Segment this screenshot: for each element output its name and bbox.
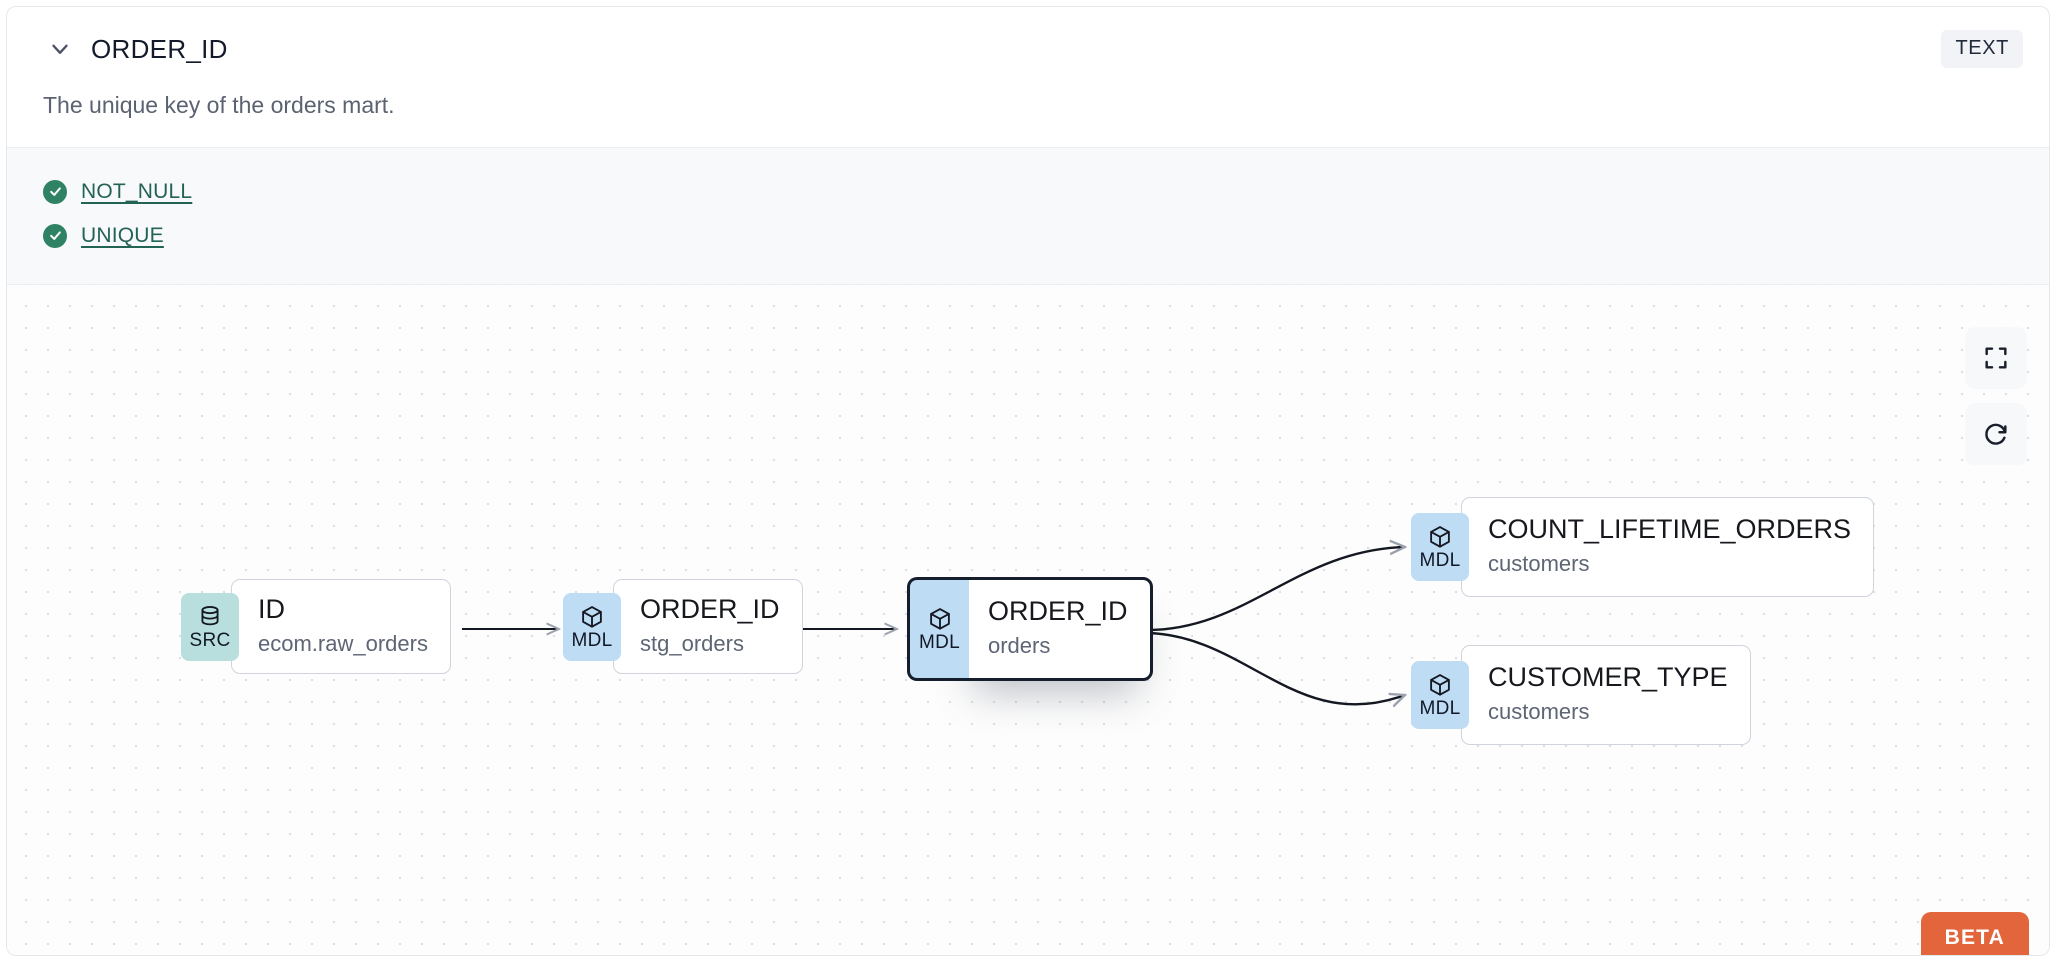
node-subtitle: stg_orders xyxy=(640,630,744,656)
edge-orders-to-customer-type xyxy=(1146,631,1405,704)
lineage-node-customer-type[interactable]: MDL CUSTOMER_TYPE customers xyxy=(1411,644,1751,745)
node-badge-src: SRC xyxy=(181,592,239,661)
node-badge-mdl: MDL xyxy=(907,576,969,681)
node-body: ID ecom.raw_orders xyxy=(231,578,451,675)
node-name: ORDER_ID xyxy=(640,593,780,624)
cube-icon xyxy=(929,608,950,630)
node-badge-label: MDL xyxy=(1419,549,1461,571)
database-icon xyxy=(201,605,219,625)
column-card: ORDER_ID TEXT The unique key of the orde… xyxy=(6,6,2050,956)
node-badge-mdl: MDL xyxy=(563,592,621,661)
cube-icon xyxy=(1430,674,1450,696)
node-subtitle: customers xyxy=(1488,699,1590,725)
node-badge-mdl: MDL xyxy=(1411,512,1469,581)
node-name: COUNT_LIFETIME_ORDERS xyxy=(1488,514,1852,545)
lineage-node-src-id[interactable]: SRC ID ecom.raw_orders xyxy=(181,578,451,675)
node-badge-label: MDL xyxy=(918,631,960,653)
lineage-canvas[interactable]: SRC ID ecom.raw_orders MDL xyxy=(7,284,2049,955)
node-badge-label: SRC xyxy=(189,629,231,651)
fit-view-icon[interactable] xyxy=(1965,326,2027,389)
node-body: COUNT_LIFETIME_ORDERS customers xyxy=(1461,496,1875,597)
node-subtitle: ecom.raw_orders xyxy=(258,630,428,656)
test-link-unique[interactable]: UNIQUE xyxy=(81,223,164,247)
lineage-node-stg-order-id[interactable]: MDL ORDER_ID stg_orders xyxy=(563,578,803,675)
column-description: The unique key of the orders mart. xyxy=(43,92,395,118)
node-badge-label: MDL xyxy=(1419,697,1461,719)
cube-icon xyxy=(582,605,602,628)
card-header: ORDER_ID TEXT xyxy=(7,7,2049,91)
node-body: CUSTOMER_TYPE customers xyxy=(1461,644,1751,745)
node-badge-label: MDL xyxy=(571,629,613,651)
node-subtitle: customers xyxy=(1488,551,1590,577)
page-title: ORDER_ID xyxy=(91,33,228,64)
test-row: UNIQUE xyxy=(43,214,2013,258)
canvas-controls xyxy=(1965,326,2027,465)
check-circle-icon xyxy=(43,223,67,248)
node-body: ORDER_ID orders xyxy=(959,576,1153,681)
node-subtitle: orders xyxy=(988,633,1051,659)
test-link-not-null[interactable]: NOT_NULL xyxy=(81,179,193,203)
lineage-node-count-lifetime-orders[interactable]: MDL COUNT_LIFETIME_ORDERS customers xyxy=(1411,496,1875,597)
node-body: ORDER_ID stg_orders xyxy=(613,578,803,675)
node-name: ORDER_ID xyxy=(988,596,1128,627)
beta-badge[interactable]: BETA xyxy=(1920,911,2029,955)
column-type-badge: TEXT xyxy=(1941,30,2023,68)
node-name: CUSTOMER_TYPE xyxy=(1488,662,1728,693)
chevron-down-icon[interactable] xyxy=(43,32,77,66)
edge-orders-to-count-lifetime xyxy=(1146,547,1405,632)
tests-section: NOT_NULL UNIQUE xyxy=(7,146,2049,285)
check-circle-icon xyxy=(43,179,67,204)
lineage-node-orders-order-id-selected[interactable]: MDL ORDER_ID orders xyxy=(907,576,1153,681)
node-name: ID xyxy=(258,593,285,624)
node-badge-mdl: MDL xyxy=(1411,660,1469,729)
cube-icon xyxy=(1430,526,1450,548)
refresh-icon[interactable] xyxy=(1965,402,2027,465)
test-row: NOT_NULL xyxy=(43,170,2013,214)
